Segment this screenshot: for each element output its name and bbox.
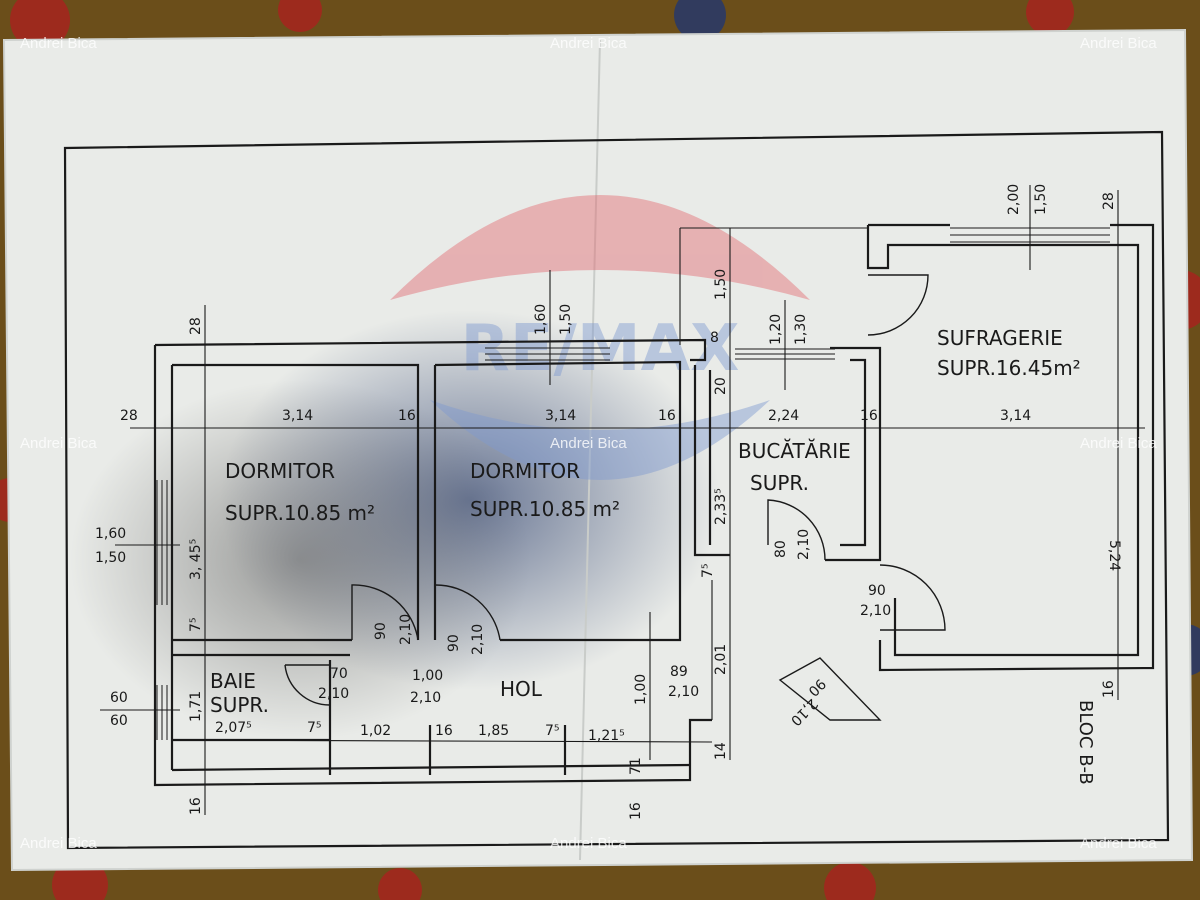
door-bed1-h: 2,10	[398, 614, 414, 645]
dim-314-a: 3,14	[282, 408, 313, 424]
dim-7-bath: 7⁵	[307, 720, 322, 736]
dim-314-c: 3,14	[1000, 408, 1031, 424]
dim-20: 20	[713, 377, 729, 395]
door-bed1-w: 90	[373, 622, 389, 640]
dimension-lines	[100, 185, 1145, 815]
remax-logo: RE/MAX	[390, 195, 810, 480]
dim-win-bath-60b: 60	[110, 713, 128, 729]
door-living	[879, 564, 946, 631]
dim-16-b: 16	[658, 408, 676, 424]
dim-102: 1,02	[360, 723, 391, 739]
drawing-frame	[63, 130, 1170, 850]
watermark-tl: Andrei Bica	[20, 35, 97, 52]
room-baie-name: BAIE	[210, 669, 256, 693]
room-sufragerie-name: SUFRAGERIE	[937, 326, 1063, 350]
door-balcony	[867, 274, 929, 336]
room-bucatarie-name: BUCĂTĂRIE	[738, 439, 851, 463]
watermark-bc: Andrei Bica	[550, 835, 627, 852]
dim-345: 3, 45⁵	[188, 539, 204, 580]
door-entrance	[778, 657, 882, 721]
dim-233: 2,33⁵	[713, 488, 729, 525]
dim-win-living-200: 2,00	[1006, 184, 1022, 215]
dim-win-bath-60a: 60	[110, 690, 128, 706]
dim-16-bottom-mid: 16	[628, 802, 644, 820]
door-bath-h: 2,10	[318, 686, 349, 702]
room-bucatarie-area: SUPR.	[750, 471, 809, 495]
window-bedroom-right	[485, 347, 610, 361]
dim-121: 1,21⁵	[588, 728, 625, 744]
room-sufragerie-area: SUPR.16.45m²	[937, 356, 1081, 380]
door-bedroom-left	[351, 584, 419, 641]
room-dormitor-left-area: SUPR.10.85 m²	[225, 501, 375, 525]
dim-171: 1,71	[188, 691, 204, 722]
door-kitchen-h: 2,10	[796, 529, 812, 560]
dim-207: 2,07⁵	[215, 720, 252, 736]
door-bed2-h: 2,10	[470, 624, 486, 655]
watermark-bl: Andrei Bica	[20, 835, 97, 852]
dim-16-c: 16	[860, 408, 878, 424]
door-bed2-w: 90	[446, 634, 462, 652]
door-living-w: 90	[868, 583, 886, 599]
door-kitchen-w: 80	[773, 540, 789, 558]
door-bedroom-right	[434, 584, 501, 641]
dim-win-kitchen-120: 1,20	[768, 314, 784, 345]
window-bathroom	[156, 685, 168, 740]
dim-win-living-150: 1,50	[1033, 184, 1049, 215]
dim-314-b: 3,14	[545, 408, 576, 424]
room-dormitor-right-name: DORMITOR	[470, 459, 580, 483]
watermark-mr: Andrei Bica	[1080, 435, 1157, 452]
dim-8: 8	[710, 330, 719, 346]
dim-28-left: 28	[120, 408, 138, 424]
watermark-mc: Andrei Bica	[550, 435, 627, 452]
grey-smudge	[70, 380, 530, 740]
door-hall-h: 2,10	[410, 690, 441, 706]
dim-224: 2,24	[768, 408, 799, 424]
dim-71: 71	[628, 757, 644, 775]
room-dormitor-right-area: SUPR.10.85 m²	[470, 497, 620, 521]
dim-win-kitchen-130: 1,30	[793, 314, 809, 345]
paper-fold	[579, 39, 601, 861]
room-dormitor-left-name: DORMITOR	[225, 459, 335, 483]
watermarks: Andrei Bica Andrei Bica Andrei Bica Andr…	[20, 35, 1157, 852]
dim-16-bottom-left: 16	[188, 797, 204, 815]
doors	[284, 274, 946, 721]
dim-16-a: 16	[398, 408, 416, 424]
door-living-h: 2,10	[860, 603, 891, 619]
dim-win-top-150: 1,50	[558, 304, 574, 335]
dim-win-left-150: 1,50	[95, 550, 126, 566]
dim-7-hall: 7⁵	[700, 563, 716, 578]
room-labels: DORMITOR SUPR.10.85 m² DORMITOR SUPR.10.…	[210, 326, 1081, 717]
window-bedroom-left	[156, 480, 168, 605]
dim-7-hall2: 7⁵	[545, 723, 560, 739]
dim-185: 1,85	[478, 723, 509, 739]
dim-524: 5,24	[1106, 540, 1122, 571]
dim-7-bed: 7⁵	[188, 617, 204, 632]
watermark-tc: Andrei Bica	[550, 35, 627, 52]
door-entry-w: 89	[670, 664, 688, 680]
dim-14: 14	[713, 742, 729, 760]
section-label: BLOC B-B	[1075, 700, 1096, 785]
dim-100: 1,00	[633, 674, 649, 705]
logo-text: RE/MAX	[461, 312, 740, 386]
watermark-tr: Andrei Bica	[1080, 35, 1157, 52]
dim-28-right: 28	[1101, 192, 1117, 210]
dim-201: 2,01	[713, 644, 729, 675]
watermark-ml: Andrei Bica	[20, 435, 97, 452]
door-kitchen	[767, 499, 826, 561]
door-bathroom	[284, 664, 331, 706]
room-hol-name: HOL	[500, 677, 543, 701]
dim-28-top: 28	[188, 317, 204, 335]
dim-16-hall: 16	[435, 723, 453, 739]
dim-win-top-160: 1,60	[533, 304, 549, 335]
door-entry-h: 2,10	[668, 684, 699, 700]
watermark-br: Andrei Bica	[1080, 835, 1157, 852]
door-hall-w: 1,00	[412, 668, 443, 684]
door-bath-w: 70	[330, 666, 348, 682]
dim-16-right-bottom: 16	[1101, 680, 1117, 698]
dim-150-vert: 1,50	[713, 269, 729, 300]
room-baie-area: SUPR.	[210, 693, 269, 717]
dim-win-left-160: 1,60	[95, 526, 126, 542]
